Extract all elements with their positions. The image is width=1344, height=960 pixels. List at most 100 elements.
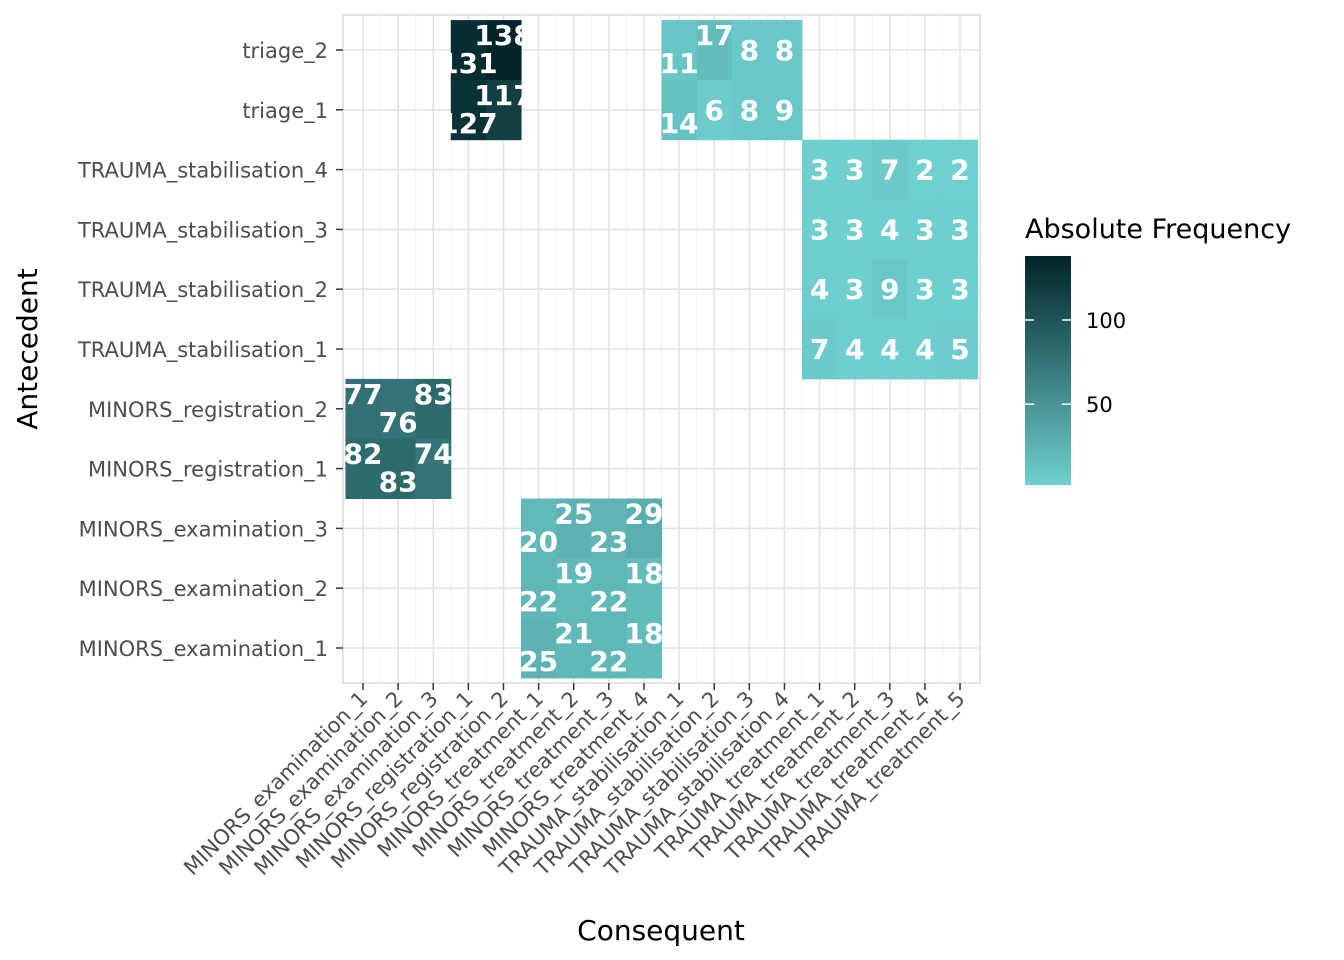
heatmap-cell	[591, 558, 627, 619]
y-tick-label: TRAUMA_stabilisation_1	[77, 338, 328, 363]
y-tick-label: triage_1	[242, 99, 328, 124]
cell-value-label: 11	[660, 47, 699, 80]
heatmap-cell	[942, 319, 979, 380]
cell-value-label: 5	[950, 333, 969, 366]
cell-value-label: 3	[810, 213, 829, 246]
heatmap-cell	[942, 259, 979, 320]
heatmap-cell	[626, 558, 663, 619]
cell-value-label: 2	[915, 154, 934, 187]
cell-value-label: 6	[704, 94, 723, 127]
cell-value-label: 7	[810, 333, 829, 366]
heatmap-cell	[626, 498, 663, 559]
heatmap-cell	[872, 139, 908, 200]
y-tick-label: MINORS_examination_3	[79, 517, 328, 542]
heatmap-cell	[345, 438, 382, 499]
cell-value-label: 3	[845, 213, 864, 246]
legend-tick-label: 100	[1086, 309, 1126, 333]
heatmap-cell	[837, 139, 873, 200]
cell-value-label: 23	[589, 525, 628, 558]
heatmap-cell	[450, 79, 487, 141]
heatmap-cell	[661, 20, 698, 81]
heatmap-cell	[802, 139, 838, 200]
heatmap-cell	[591, 618, 627, 679]
heatmap-cell	[766, 79, 803, 141]
cell-value-label: 22	[519, 585, 558, 618]
y-tick-label: TRAUMA_stabilisation_2	[77, 278, 328, 303]
cell-value-label: 25	[554, 497, 593, 530]
heatmap-cell	[661, 79, 698, 141]
cell-value-label: 19	[554, 557, 593, 590]
cell-value-label: 25	[519, 645, 558, 678]
heatmap-cell	[626, 618, 663, 679]
heatmap-cell	[556, 558, 592, 619]
heatmap-cell	[802, 199, 838, 260]
cell-value-label: 3	[810, 154, 829, 187]
cell-value-label: 117	[474, 79, 532, 112]
heatmap-cell	[907, 259, 943, 320]
cell-value-label: 3	[845, 154, 864, 187]
cell-value-label: 2	[950, 154, 969, 187]
cell-value-label: 3	[915, 213, 934, 246]
heatmap-cell	[556, 498, 592, 559]
cell-value-label: 131	[439, 47, 497, 80]
cell-value-label: 29	[624, 497, 663, 530]
cell-value-label: 82	[344, 438, 383, 471]
heatmap-cell	[485, 79, 522, 141]
y-tick-label: MINORS_registration_2	[88, 398, 328, 423]
heatmap-cell	[872, 199, 908, 260]
heatmap-cell	[802, 259, 838, 320]
cell-value-label: 9	[880, 273, 899, 306]
heatmap-cell	[521, 498, 557, 559]
cell-value-label: 77	[344, 378, 383, 411]
heatmap-cell	[415, 438, 452, 499]
heatmap-cell	[415, 378, 452, 440]
x-axis-title: Consequent	[577, 914, 745, 947]
y-tick-label: MINORS_examination_2	[79, 577, 328, 602]
y-tick-label: triage_2	[242, 39, 328, 64]
heatmap-cell	[731, 20, 768, 81]
cell-value-label: 21	[554, 617, 593, 650]
cell-value-label: 4	[915, 333, 934, 366]
cell-value-label: 17	[695, 19, 734, 52]
heatmap-cell	[766, 20, 803, 81]
heatmap-cell	[872, 319, 908, 380]
cell-value-label: 4	[880, 213, 899, 246]
cell-value-label: 8	[740, 94, 759, 127]
heatmap-cell	[345, 378, 382, 440]
cell-value-label: 74	[414, 438, 453, 471]
heatmap-cell	[731, 79, 768, 141]
y-axis-title: Antecedent	[11, 268, 44, 429]
heatmap-cell	[380, 438, 417, 499]
cell-value-label: 3	[915, 273, 934, 306]
cell-value-label: 18	[624, 557, 663, 590]
heatmap-cell	[837, 199, 873, 260]
heatmap-cell	[485, 20, 522, 81]
heatmap-cell	[802, 319, 838, 380]
cell-value-label: 138	[474, 19, 532, 52]
cell-value-label: 76	[379, 406, 418, 439]
heatmap-cell	[837, 259, 873, 320]
heatmap-cell	[380, 378, 417, 440]
cell-value-label: 8	[775, 34, 794, 67]
cell-value-label: 3	[950, 213, 969, 246]
heatmap-cell	[907, 199, 943, 260]
heatmap-cell	[942, 199, 979, 260]
heatmap-cell	[907, 139, 943, 200]
cell-value-label: 7	[880, 154, 899, 187]
cell-value-label: 4	[880, 333, 899, 366]
heatmap-cell	[942, 139, 979, 200]
cell-value-label: 20	[519, 525, 558, 558]
y-tick-label: MINORS_registration_1	[88, 458, 328, 483]
heatmap-cell	[521, 618, 557, 679]
cell-value-label: 127	[439, 107, 497, 140]
y-tick-label: TRAUMA_stabilisation_3	[77, 218, 328, 243]
heatmap-cell	[556, 618, 592, 679]
cell-value-label: 18	[624, 617, 663, 650]
cell-value-label: 4	[845, 333, 864, 366]
legend-tick-label: 50	[1086, 393, 1113, 417]
cell-value-label: 4	[810, 273, 829, 306]
cell-value-label: 22	[589, 585, 628, 618]
cell-value-label: 14	[660, 107, 699, 140]
